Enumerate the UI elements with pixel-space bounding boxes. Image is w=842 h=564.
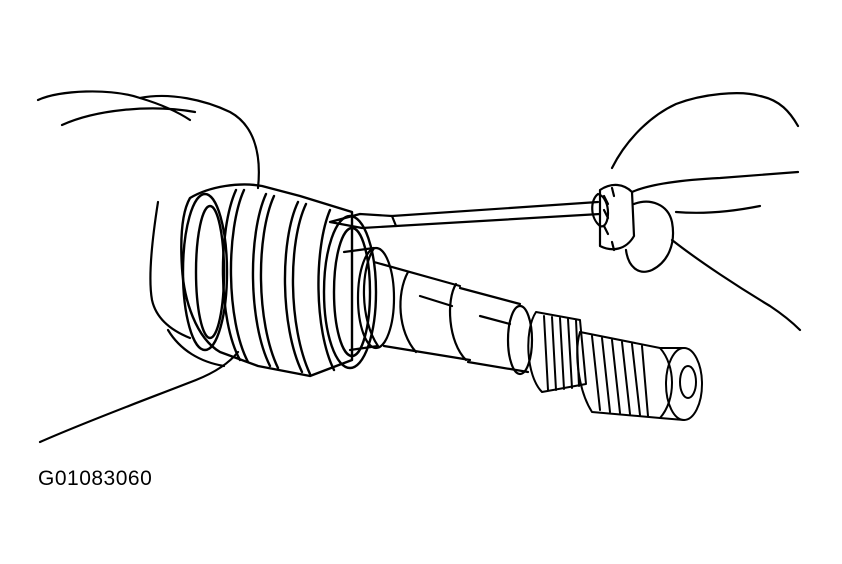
splines — [528, 312, 702, 420]
drive-shaft — [344, 248, 532, 374]
boot-assembly — [181, 185, 376, 377]
right-hand-index-finger — [632, 172, 798, 192]
right-hand — [612, 93, 800, 330]
screwdriver — [330, 185, 634, 250]
left-hand-palm-crease — [168, 330, 224, 366]
left-hand-knuckle-line — [140, 98, 190, 120]
bellows-ridge-1b — [231, 190, 248, 362]
right-hand-upper-outline — [612, 93, 798, 168]
bellows-ridge-2 — [253, 194, 270, 366]
screwdriver-handle-knurl — [604, 188, 614, 250]
bellows-ridge-1 — [223, 190, 240, 360]
spline-section-2-outline — [577, 332, 672, 418]
left-hand — [38, 91, 259, 442]
screwdriver-handle — [600, 185, 634, 249]
right-hand-finger-crease — [676, 206, 760, 213]
shaft-neck-bottom — [468, 362, 528, 372]
boot-end-face — [183, 194, 227, 350]
shaft-end-outline — [660, 348, 684, 420]
shaft-groove-ring — [508, 306, 532, 374]
shaft-step-1 — [450, 284, 466, 360]
shaft-body-top — [374, 262, 460, 286]
left-hand-thumb — [150, 202, 190, 338]
shaft-collar — [344, 248, 378, 350]
boot-end-face-inner — [196, 206, 224, 338]
bellows-ridge-3b — [293, 204, 310, 374]
bellows-ridge-4 — [318, 210, 334, 370]
screwdriver-shaft-top — [392, 202, 598, 216]
boot-clamp-band-inner — [334, 228, 370, 356]
bellows-ridge-3 — [285, 202, 302, 372]
right-hand-thumb — [626, 202, 673, 272]
boot-clamp-band — [324, 216, 376, 368]
left-hand-upper-outline — [38, 91, 259, 188]
left-hand-finger-line — [62, 108, 195, 125]
screwdriver-tip — [330, 214, 396, 228]
screwdriver-shaft-bottom — [396, 214, 600, 226]
shaft-neck-top — [460, 288, 520, 304]
bellows-ridge-2b — [261, 196, 278, 368]
spline-section-2-teeth — [592, 336, 648, 416]
shaft-body-highlight — [420, 296, 510, 324]
right-hand-lower-outline — [672, 240, 800, 330]
shaft-end-center — [680, 366, 696, 398]
left-hand-lower-outline — [40, 352, 238, 442]
figure-code: G01083060 — [38, 467, 153, 490]
boot-outer-outline — [181, 185, 352, 377]
spline-section-1-teeth — [544, 316, 579, 390]
shaft-body-bottom — [384, 346, 470, 360]
shaft-collar-face — [358, 248, 394, 348]
shaft-step-1-highlight — [400, 272, 416, 352]
